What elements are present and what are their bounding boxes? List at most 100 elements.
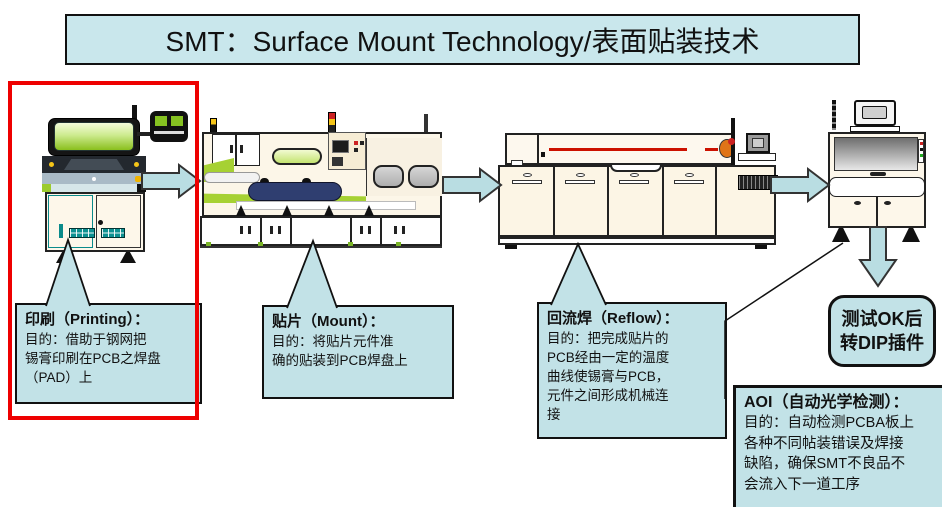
cabinet-teal-bar (59, 224, 63, 238)
mounter-foot-dot-1 (206, 242, 211, 246)
reflow-label-line: 元件之间形成机械连 (547, 388, 669, 403)
lower-handle-7 (394, 226, 397, 234)
reflow-monitor-shelf (738, 153, 776, 161)
reflow-upper-body (505, 133, 735, 165)
door-handle-oval-1 (523, 173, 532, 177)
deck-lamp-left (49, 162, 54, 167)
panel-black-dot (360, 141, 364, 145)
aoi-door-handle-left (854, 201, 861, 205)
band-lamp (135, 176, 141, 182)
mounter-left-cabinet (212, 134, 260, 166)
aoi-btn-red (920, 142, 923, 145)
upper-divider (537, 135, 539, 163)
aoi-machine-illustration (826, 98, 930, 245)
reflow-label-line: 曲线使锡膏与PCB， (547, 369, 670, 384)
reflow-base (498, 237, 776, 245)
door-handle-bar-1 (512, 180, 542, 184)
reflow-label-line: 目的：把完成贴片的 (547, 331, 669, 346)
camera-screen-left (155, 116, 167, 126)
slide-title: SMT：Surface Mount Technology/表面贴装技术 (165, 25, 760, 57)
door-handle-oval-3 (630, 173, 639, 177)
mount-callout-pointer (286, 238, 338, 309)
right-window-1 (373, 165, 404, 188)
slide-title-bar: SMT：Surface Mount Technology/表面贴装技术 (65, 14, 860, 65)
door-handle-bar-2 (565, 180, 595, 184)
outcome-line-2: 转DIP插件 (839, 333, 924, 353)
mounter-green-window (272, 148, 322, 165)
reflow-label-line: PCB经由一定的温度 (547, 350, 670, 365)
right-window-2 (408, 165, 439, 188)
mounter-foot-dot-3 (348, 242, 353, 246)
lower-handle-6 (368, 226, 371, 234)
reflow-foot-right (755, 245, 767, 249)
band-dot (92, 177, 96, 181)
door-handle-bar-4 (674, 180, 704, 184)
mount-label-box: 贴片（Mount）： 目的：将贴片元件准 确的贴装到PCB焊盘上 (262, 305, 454, 399)
mount-label-title: 贴片（Mount）： (272, 313, 385, 330)
aoi-body (828, 132, 926, 228)
reflow-heat-rail-2 (705, 148, 718, 151)
reflow-label-line: 接 (547, 407, 561, 422)
printing-label-line: （PAD）上 (25, 370, 93, 385)
aoi-handle (870, 172, 886, 176)
lower-handle-2 (248, 226, 251, 234)
cabinet-button-strip-right (101, 228, 125, 238)
reflow-machine-illustration (495, 118, 785, 250)
aoi-control-strip (918, 139, 924, 163)
reflow-lower-body (498, 165, 778, 237)
aoi-btn-green (920, 154, 923, 157)
door-handle-oval-2 (576, 173, 585, 177)
aoi-foot-right (902, 228, 920, 242)
mounter-base-line (200, 246, 442, 248)
aoi-label-line: 缺陷，确保SMT不良品不 (744, 456, 906, 472)
panel-black-dot-2 (354, 148, 358, 152)
printer-screen (54, 122, 134, 151)
flow-arrow-mounter-to-reflow (442, 166, 503, 204)
aoi-label-line: 会流入下一道工序 (744, 476, 860, 493)
lower-divider-4 (380, 218, 382, 244)
mounter-foot-dot-4 (396, 242, 401, 246)
lower-handle-5 (360, 226, 363, 234)
printer-band-gray (42, 173, 146, 184)
mounter-clamp-1 (260, 178, 269, 183)
door-handle-oval-4 (685, 173, 694, 177)
camera-slit (154, 131, 184, 134)
printing-label-line: 目的：借助于钢网把 (25, 332, 147, 347)
mounter-white-band (236, 201, 416, 210)
reflow-heat-rail (549, 148, 687, 151)
door-divider-2 (607, 167, 609, 235)
panel-screen (332, 140, 349, 153)
left-cabinet-divider (235, 135, 237, 165)
aoi-btn-black (920, 148, 923, 151)
printer-camera-monitor (150, 111, 188, 142)
lower-divider-3 (350, 218, 352, 244)
printer-deck (42, 156, 146, 173)
mount-label-line: 确的贴装到PCB焊盘上 (272, 353, 408, 368)
door-divider-3 (662, 167, 664, 235)
aoi-hood (834, 137, 918, 171)
door-handle-bar-3 (619, 180, 649, 184)
cabinet-knob (98, 220, 103, 225)
aoi-antenna (832, 100, 836, 130)
lower-handle-4 (278, 226, 281, 234)
mounter-flag-3 (324, 205, 334, 216)
left-cabinet-handle-b (240, 145, 243, 153)
mounter-foot-dot-2 (258, 242, 263, 246)
lower-handle-8 (402, 226, 405, 234)
door-divider-4 (715, 167, 717, 235)
reflow-callout-pointer (550, 241, 607, 306)
highlight-red-rectangle (8, 81, 199, 420)
cabinet-door-right (96, 195, 141, 248)
band-green-chip (42, 184, 51, 192)
reflow-hood-handle (610, 165, 662, 172)
aoi-monitor (854, 100, 896, 126)
panel-screen-2 (332, 157, 343, 166)
lower-divider-2 (290, 218, 292, 244)
deck-lamp-right (134, 162, 139, 167)
aoi-label-line: 各种不同帖装错误及焊接 (744, 435, 904, 452)
reflow-foot-left (505, 245, 517, 249)
upper-dot (541, 152, 545, 157)
outcome-line-1: 测试OK后 (841, 309, 923, 329)
printing-label-box: 印刷（Printing）： 目的：借助于钢网把 锡膏印刷在PCB之焊盘 （PAD… (15, 303, 202, 404)
